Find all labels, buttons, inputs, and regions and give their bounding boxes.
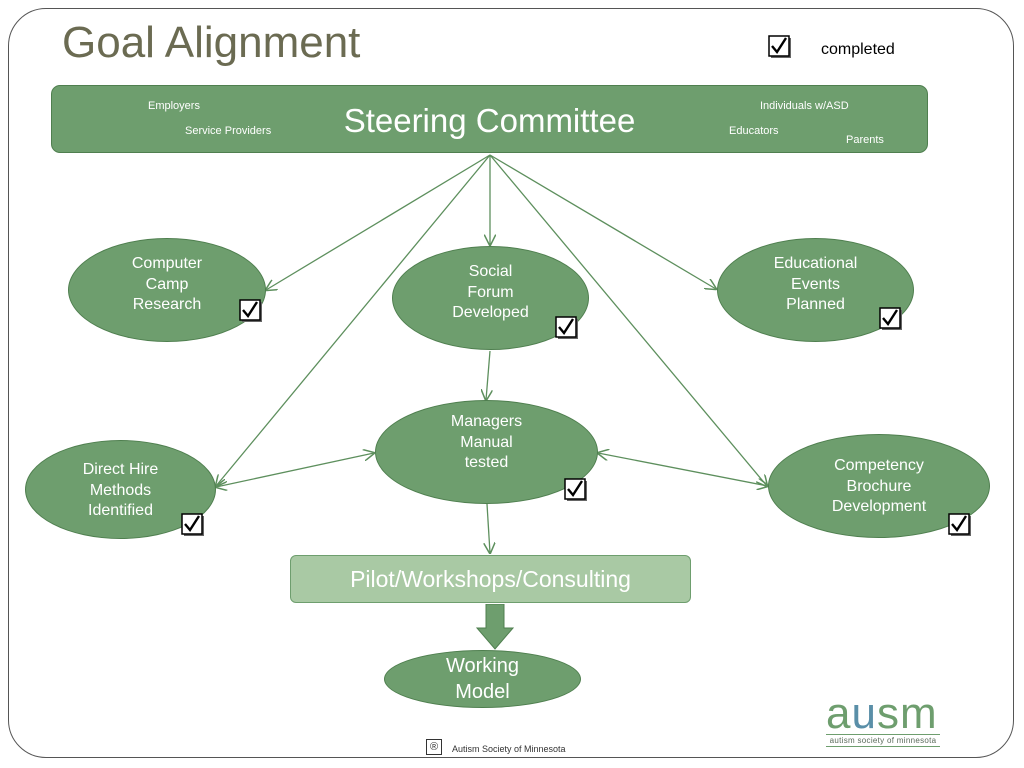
checkmark-icon [948,513,971,536]
member-educators: Educators [729,125,779,137]
node-working-model: Working Model [384,650,581,708]
page-title: Goal Alignment [62,18,361,67]
member-employers: Employers [148,100,200,112]
node-label: Managers Manual tested [450,413,523,472]
checkmark-icon [564,478,587,501]
checkmark-icon [555,316,578,339]
node-label: Social Forum Developed [452,263,529,322]
logo-tagline: autism society of minnesota [826,734,940,747]
member-parents: Parents [846,134,884,146]
node-label: Educational Events Planned [773,255,858,314]
checkmark-icon [239,299,262,322]
node-label: Direct Hire Methods Identified [82,461,159,520]
footer-text: Autism Society of Minnesota [452,744,566,754]
checkmark-icon [879,307,902,330]
pilot-box: Pilot/Workshops/Consulting [290,555,691,603]
arrow-to-educational-events [489,154,716,289]
arrow-directhire-manual [216,453,374,487]
down-arrow-icon [476,604,514,650]
member-service-providers: Service Providers [185,125,272,137]
member-individuals-asd: Individuals w/ASD [760,100,849,112]
registered-mark-icon: ® [426,739,442,755]
checkmark-icon [768,35,791,58]
arrow-forum-to-manual [486,350,490,400]
logo-wordmark: ausm [826,689,938,738]
arrow-to-computer-camp [266,154,491,290]
arrow-manual-brochure [598,453,768,486]
steering-committee-box: Steering Committee [51,85,928,153]
node-label: Competency Brochure Development [831,457,927,516]
node-managers-manual: Managers Manual tested [375,400,598,504]
ausm-logo: ausm autism society of minnesota [826,689,940,747]
checkmark-icon [181,513,204,536]
arrow-to-competency-brochure [489,154,767,486]
pilot-label: Pilot/Workshops/Consulting [350,565,631,592]
node-label: Computer Camp Research [131,255,203,314]
arrow-to-direct-hire [216,154,491,486]
legend-label: completed [821,41,895,58]
arrow-manual-to-pilot [487,503,490,553]
working-model-label: Working Model [446,655,519,703]
steering-committee-title: Steering Committee [343,102,636,139]
node-computer-camp: Computer Camp Research [68,238,266,342]
